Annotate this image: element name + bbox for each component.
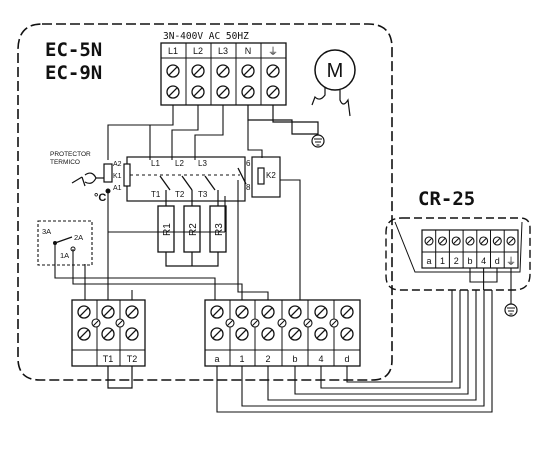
heater-R3: R3	[214, 223, 225, 236]
supply-terminal-ground: ⏚	[268, 46, 278, 58]
control-terminal-2: 2	[265, 354, 270, 364]
heater-resistors	[157, 190, 227, 267]
bottom-terminal-T2: T2	[127, 354, 138, 364]
contactor-top-L1: L1	[151, 159, 160, 168]
remote-control-cables	[216, 290, 493, 413]
control-terminal-b: b	[292, 354, 297, 364]
panel-model-label: CR-25	[418, 188, 475, 210]
panel-internal-wires	[469, 268, 498, 290]
heater-R1: R1	[162, 223, 173, 236]
contactor-bottom-T1: T1	[151, 190, 161, 199]
unit-enclosure	[17, 23, 393, 381]
supply-terminal-L3: L3	[218, 46, 228, 56]
heater-R2: R2	[188, 223, 199, 236]
contactor-bottom-T3: T3	[198, 190, 208, 199]
selector-switch-box	[37, 220, 93, 266]
control-terminal-d: d	[344, 354, 349, 364]
panel-ground-icon	[504, 303, 518, 317]
motor-wires	[247, 87, 351, 135]
control-terminal-block	[204, 299, 361, 367]
relay-6: 6	[246, 159, 251, 168]
motor-icon	[314, 49, 356, 91]
contactor-block	[123, 156, 281, 202]
supply-to-contactor-wires	[149, 105, 263, 160]
model-label-1: EC-5N	[45, 39, 102, 61]
contactor-K1: K1	[113, 173, 122, 180]
bottom-terminal-T1: T1	[103, 354, 114, 364]
switch-1A: 1A	[60, 251, 69, 260]
panel-terminal-2: 2	[454, 256, 459, 266]
relay-8: 8	[246, 183, 251, 192]
panel-terminal-ground: ⏚	[506, 256, 516, 268]
protector-label-2: TERMICO	[50, 159, 80, 166]
contactor-top-L3: L3	[198, 159, 207, 168]
protector-label-1: PROTECTOR	[50, 151, 91, 158]
panel-terminal-b: b	[467, 256, 472, 266]
contactor-top-L2: L2	[175, 159, 184, 168]
internal-wires	[54, 124, 301, 300]
contactor-A1: A1	[113, 185, 122, 192]
selector-switch-contact	[53, 236, 76, 252]
switch-3A: 3A	[42, 227, 51, 236]
supply-terminal-L1: L1	[168, 46, 178, 56]
panel-terminal-1: 1	[440, 256, 445, 266]
contactor-bottom-T2: T2	[175, 190, 185, 199]
switch-2A: 2A	[74, 233, 83, 242]
supply-label: 3N-400V AC 50HZ	[163, 31, 249, 42]
motor-ground-icon	[311, 134, 325, 148]
model-label-2: EC-9N	[45, 62, 102, 84]
supply-terminal-N: N	[245, 46, 252, 56]
panel-enclosure	[385, 217, 531, 291]
panel-terminal-a: a	[426, 256, 431, 266]
motor-label: M	[327, 60, 344, 82]
panel-inner-outline	[394, 221, 523, 273]
control-terminal-a: a	[214, 354, 219, 364]
control-terminal-4: 4	[318, 354, 323, 364]
control-terminal-1: 1	[239, 354, 244, 364]
bottom-left-terminal-block	[71, 299, 146, 367]
motor-neutral-wire	[272, 105, 319, 136]
thermal-protector-icon	[71, 163, 113, 194]
T1-T2-bridge	[107, 366, 133, 389]
contactor-A2: A2	[113, 161, 122, 168]
protector-unit: °C	[94, 192, 106, 204]
panel-terminal-4: 4	[481, 256, 486, 266]
panel-terminal-d: d	[495, 256, 500, 266]
supply-terminal-L2: L2	[193, 46, 203, 56]
panel-terminal-block	[421, 229, 519, 269]
relay-K2: K2	[266, 171, 276, 180]
